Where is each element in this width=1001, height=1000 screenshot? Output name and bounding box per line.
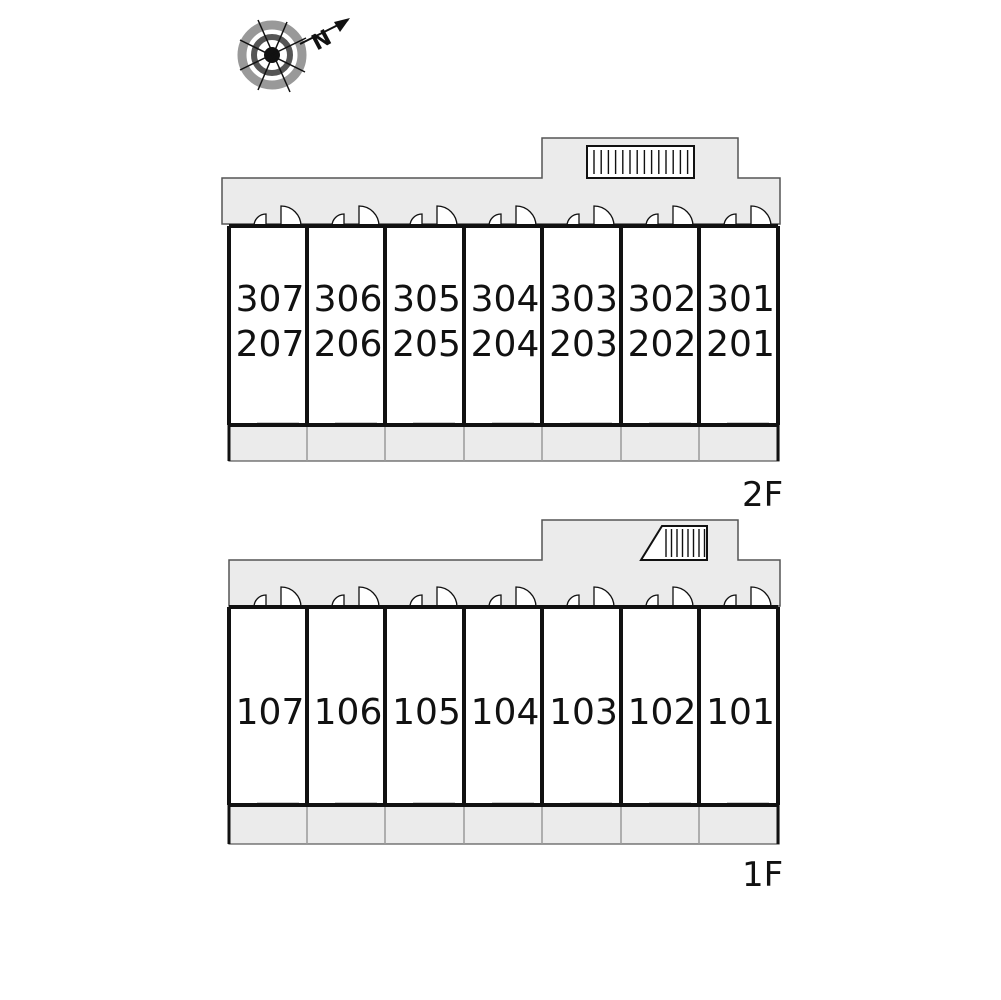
unit-number: 106 xyxy=(314,692,383,733)
floor-label-ground: 1F xyxy=(742,855,783,895)
door-swing-icon xyxy=(436,205,458,227)
unit-number: 103 xyxy=(549,692,618,733)
unit-number: 102 xyxy=(628,692,697,733)
door-swing-icon xyxy=(358,586,380,608)
unit-number: 302 xyxy=(628,279,697,320)
unit-102[interactable]: 102 xyxy=(621,586,699,806)
unit-number: 104 xyxy=(471,692,540,733)
unit-number: 204 xyxy=(471,324,540,365)
door-swing-icon xyxy=(280,205,302,227)
compass-rose-icon: N xyxy=(237,18,350,93)
unit-number: 206 xyxy=(314,324,383,365)
door-swing-icon xyxy=(750,586,772,608)
unit-number: 305 xyxy=(392,279,461,320)
unit-number: 105 xyxy=(392,692,461,733)
unit-number: 107 xyxy=(236,692,305,733)
unit-number: 303 xyxy=(549,279,618,320)
unit-number: 306 xyxy=(314,279,383,320)
unit-number: 205 xyxy=(392,324,461,365)
unit-number: 207 xyxy=(236,324,305,365)
door-swing-icon xyxy=(593,205,615,227)
unit-103[interactable]: 103 xyxy=(542,586,621,806)
door-swing-icon xyxy=(672,586,694,608)
door-swing-icon xyxy=(750,205,772,227)
door-swing-icon xyxy=(515,586,537,608)
unit-number: 301 xyxy=(706,279,775,320)
upper-floor-plan: 3072073062063052053042043032033022023012… xyxy=(221,137,783,515)
upper-corridor xyxy=(221,137,781,225)
unit-number: 202 xyxy=(628,324,697,365)
door-swing-icon xyxy=(515,205,537,227)
door-swing-icon xyxy=(593,586,615,608)
unit-number: 307 xyxy=(236,279,305,320)
unit-105[interactable]: 105 xyxy=(385,586,464,806)
door-swing-icon xyxy=(280,586,302,608)
unit-106[interactable]: 106 xyxy=(307,586,385,806)
stair-icon xyxy=(639,525,708,561)
door-swing-icon xyxy=(672,205,694,227)
unit-104[interactable]: 104 xyxy=(464,586,542,806)
door-swing-icon xyxy=(436,586,458,608)
unit-101[interactable]: 101 xyxy=(699,586,778,806)
compass-north-label: N xyxy=(308,25,336,56)
unit-number: 201 xyxy=(706,324,775,365)
unit-number: 203 xyxy=(549,324,618,365)
unit-number: 101 xyxy=(706,692,775,733)
unit-107[interactable]: 107 xyxy=(229,586,307,806)
upper-balcony xyxy=(228,424,780,462)
unit-number: 304 xyxy=(471,279,540,320)
door-swing-icon xyxy=(358,205,380,227)
stair-icon xyxy=(586,145,695,179)
ground-balcony xyxy=(228,805,780,845)
floor-label-upper: 2F xyxy=(742,475,783,515)
